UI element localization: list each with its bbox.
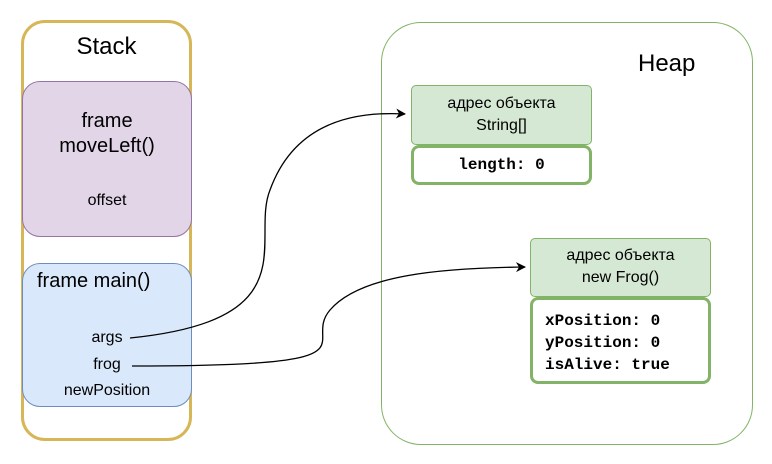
var-new-position: newPosition <box>63 382 151 399</box>
frame-main <box>22 263 192 407</box>
var-frog: frog <box>93 356 121 373</box>
string-array-body: length: 0 <box>411 145 592 185</box>
string-array-header: адрес объекта String[] <box>411 85 592 145</box>
field-is-alive: isAlive: true <box>545 356 670 374</box>
string-array-header-line1: адрес объекта <box>447 95 556 112</box>
field-x-position: xPosition: 0 <box>545 312 661 330</box>
frog-header-line2: new Frog() <box>581 269 660 286</box>
heap-title: Heap <box>638 50 696 77</box>
field-y-position: yPosition: 0 <box>545 334 661 352</box>
frame-main-title: frame main() <box>37 270 151 292</box>
frog-header: адрес объекта new Frog() <box>530 238 711 297</box>
field-length: length: 0 <box>458 156 545 174</box>
frame-move-left <box>22 81 192 237</box>
stack-title: Stack <box>76 33 137 60</box>
frog-header-line1: адрес объекта <box>566 247 675 264</box>
frog-to-frog-object-arrow <box>131 262 526 367</box>
frog-body: xPosition: 0 yPosition: 0 isAlive: true <box>530 297 711 384</box>
args-to-string-array-arrow <box>129 108 406 339</box>
frame-move-left-title-line1: frame <box>81 110 133 132</box>
var-offset: offset <box>87 192 127 209</box>
frame-move-left-title-line2: moveLeft() <box>59 135 155 157</box>
string-array-header-line2: String[] <box>476 117 527 134</box>
var-args: args <box>91 329 123 346</box>
